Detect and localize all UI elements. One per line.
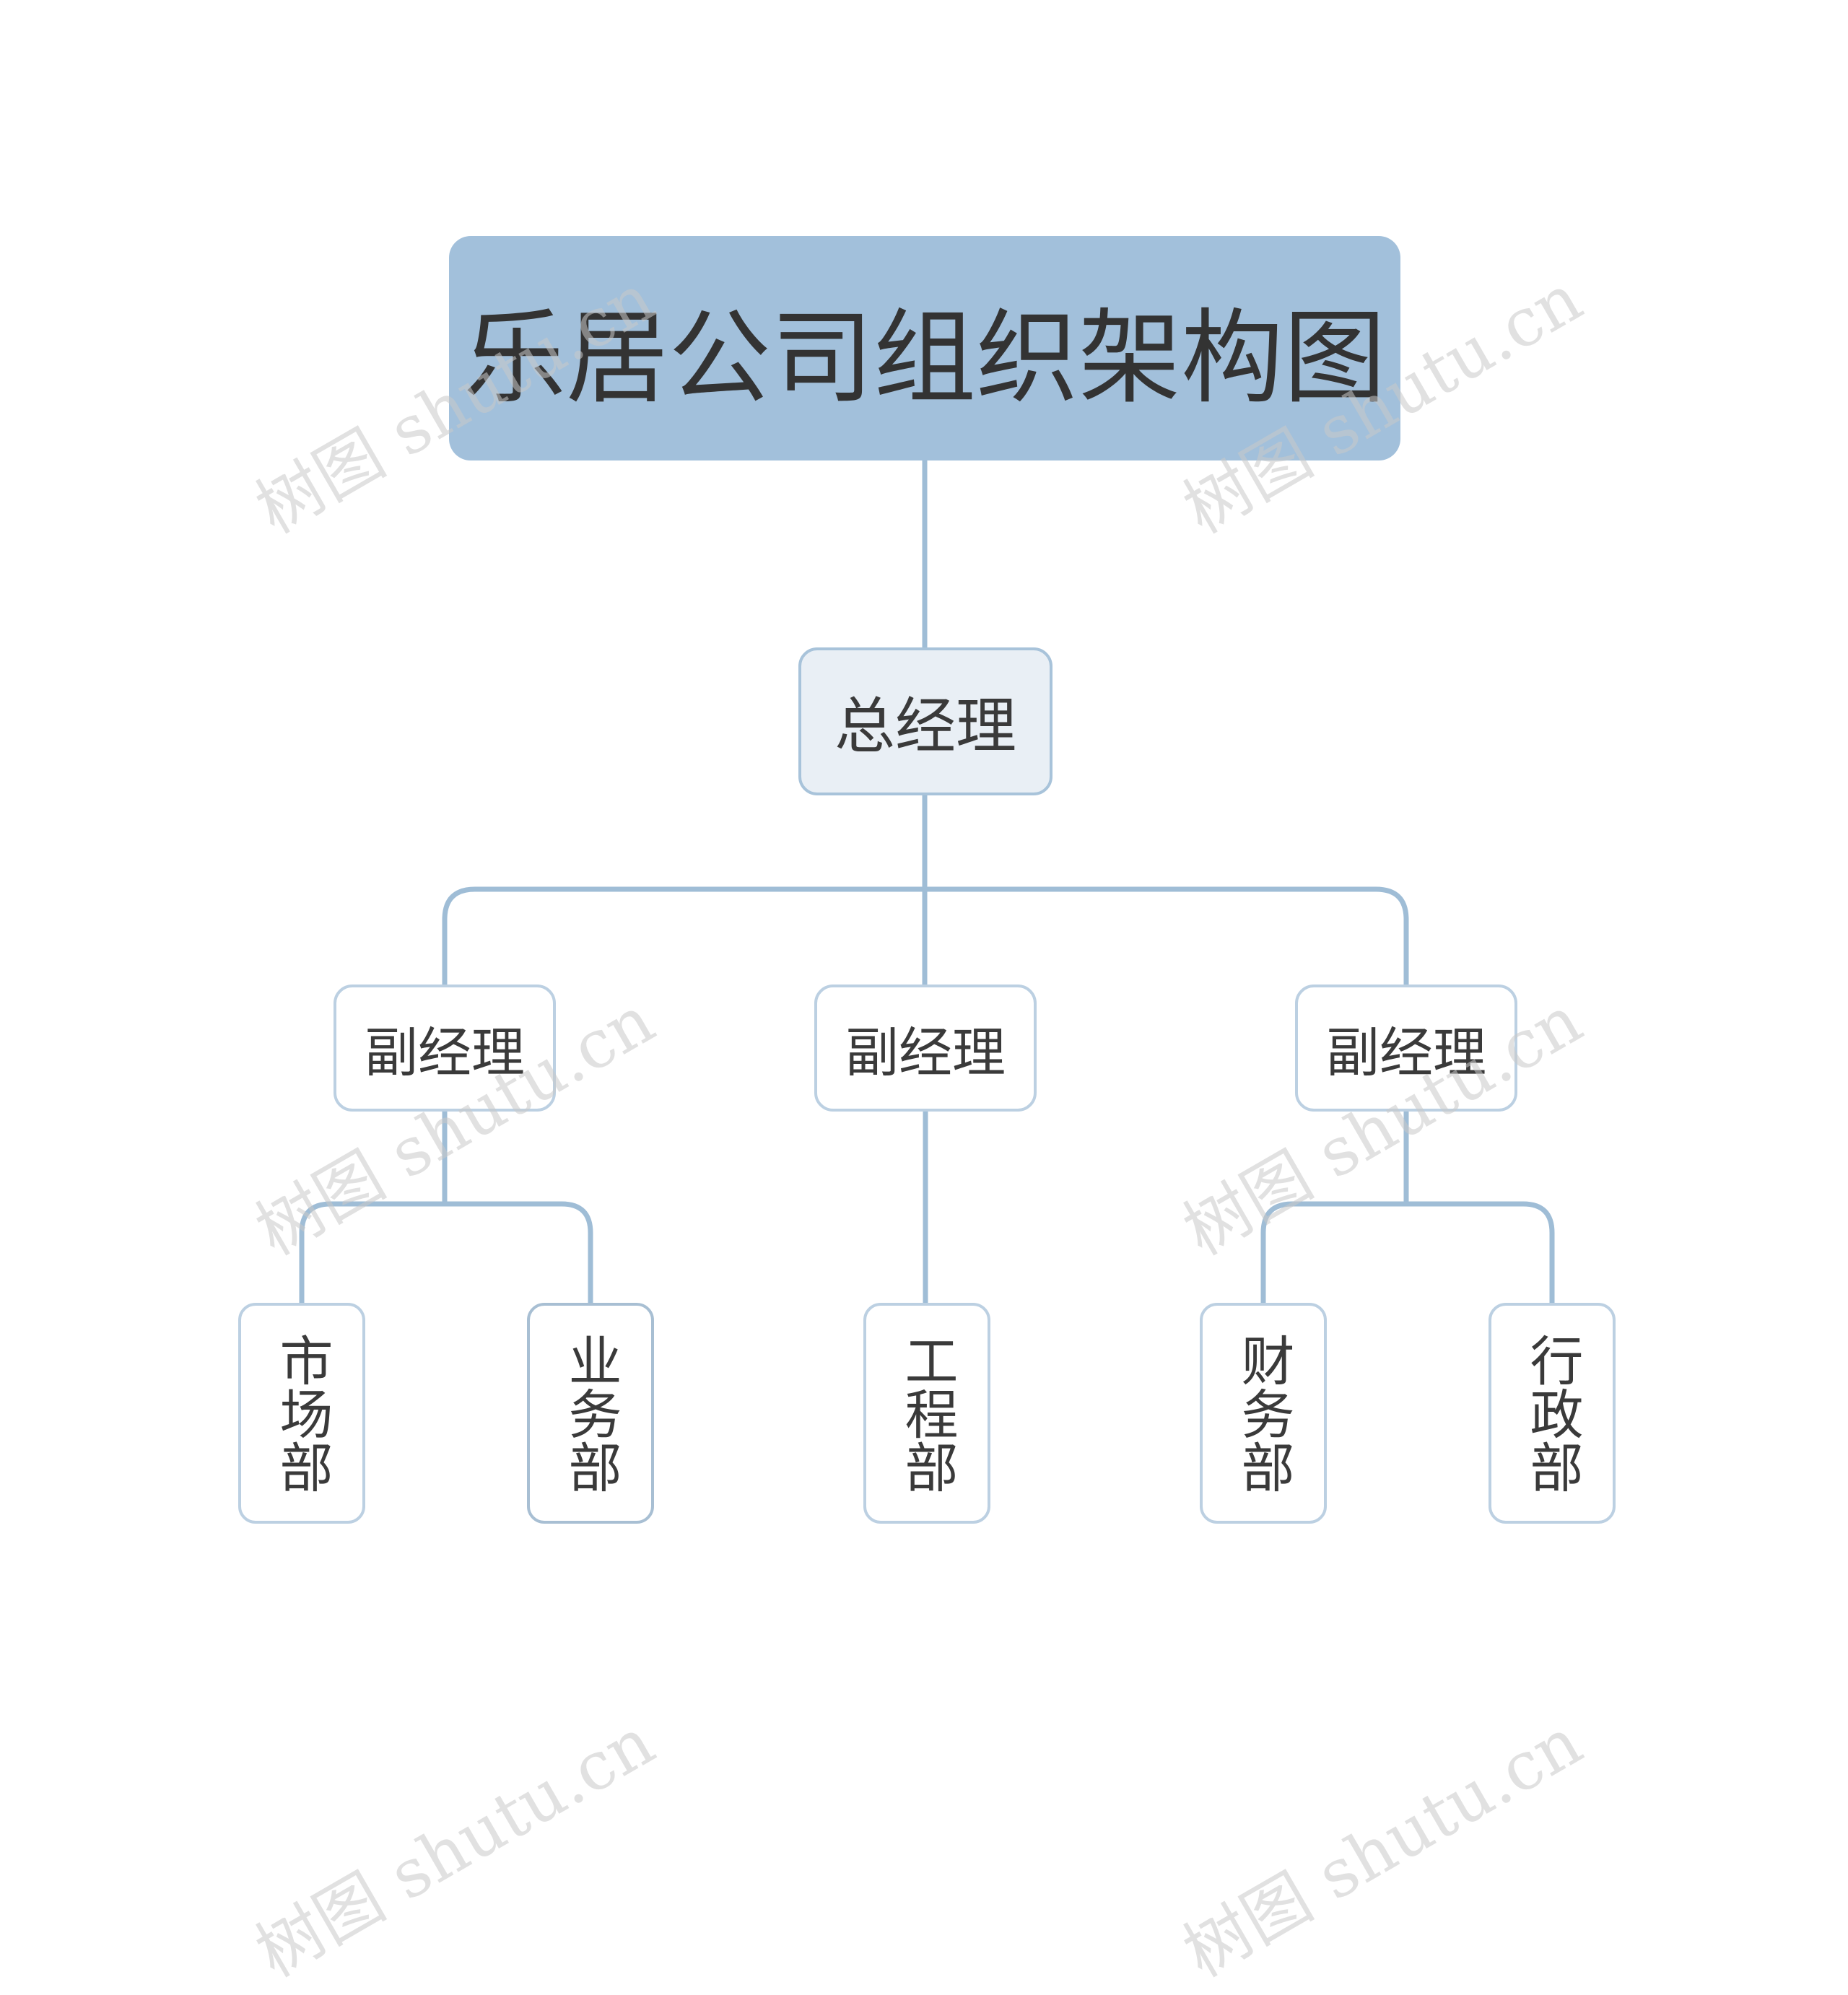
department-node-engineering[interactable]: 工程部 xyxy=(863,1303,990,1524)
root-node[interactable]: 乐居公司组织架构图 xyxy=(449,236,1400,460)
department-node-business[interactable]: 业务部 xyxy=(527,1303,654,1524)
connector-vgm-1-to-dept-1 xyxy=(299,1201,448,1306)
connector-lines xyxy=(299,458,1555,1306)
department-node-administration[interactable]: 行政部 xyxy=(1489,1303,1616,1524)
vice-manager-label: 副经理 xyxy=(365,1021,525,1084)
connector-gm-to-vgm-3 xyxy=(922,886,1409,987)
department-node-finance[interactable]: 财务部 xyxy=(1200,1303,1327,1524)
vice-manager-label: 副经理 xyxy=(845,1021,1006,1084)
connector-vgm-1-to-dept-2 xyxy=(442,1201,593,1306)
department-label: 行政部 xyxy=(1521,1333,1583,1493)
vice-manager-node-2[interactable]: 副经理 xyxy=(814,985,1037,1112)
root-label: 乐居公司组织架构图 xyxy=(463,298,1386,418)
connector-vgm-3-to-dept-4 xyxy=(1260,1201,1409,1306)
department-node-marketing[interactable]: 市场部 xyxy=(238,1303,365,1524)
connector-gm-to-vgm-1 xyxy=(442,886,928,987)
department-label: 市场部 xyxy=(271,1333,333,1493)
department-label: 财务部 xyxy=(1232,1333,1294,1493)
department-label: 业务部 xyxy=(559,1333,622,1493)
vice-manager-node-3[interactable]: 副经理 xyxy=(1295,985,1517,1112)
general-manager-label: 总经理 xyxy=(834,691,1016,761)
department-label: 工程部 xyxy=(896,1333,958,1493)
vice-manager-label: 副经理 xyxy=(1326,1021,1486,1084)
vice-manager-node-1[interactable]: 副经理 xyxy=(334,985,556,1112)
general-manager-node[interactable]: 总经理 xyxy=(798,647,1052,795)
connector-vgm-3-to-dept-5 xyxy=(1403,1201,1555,1306)
